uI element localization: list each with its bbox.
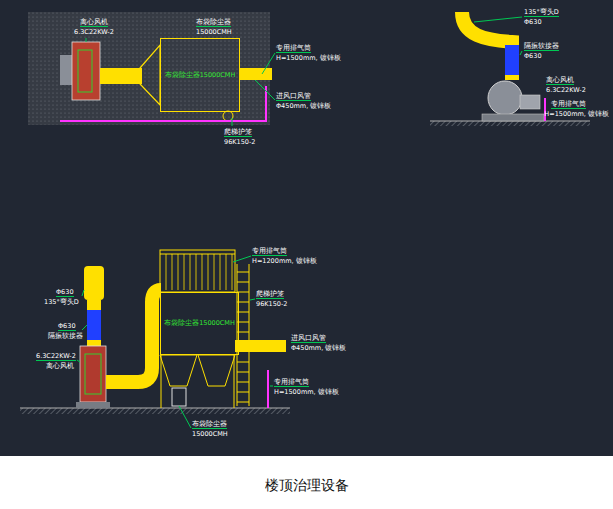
callout-label: 布袋除尘器 — [196, 18, 231, 27]
callout-label: 布袋除尘器 — [192, 420, 227, 429]
callout-label: 爬梯护笼 — [224, 128, 252, 137]
callout-label: 专用排气筒 — [276, 44, 311, 53]
callout-label: Φ630 — [56, 288, 74, 297]
callout-label: H=1500mm, 镀锌板 — [274, 388, 339, 396]
callout-label: 6.3C22KW-2 — [74, 28, 114, 36]
callout-label: H=1200mm, 镀锌板 — [252, 257, 317, 265]
callout-label: 96K150-2 — [224, 138, 255, 146]
side-view — [430, 12, 590, 126]
callout-label: 进风口风管 — [291, 334, 326, 343]
callout-label: Φ630 — [524, 52, 542, 60]
plan-view — [28, 12, 275, 126]
cad-background — [0, 0, 613, 456]
dust-collector-box: 布袋除尘器15000CMH — [160, 38, 240, 112]
callout-label: 隔振软接器 — [524, 42, 559, 51]
callout-label: 离心风机 — [546, 76, 574, 85]
callout-label: 6.3C22KW-2 — [546, 86, 586, 94]
page-ground — [0, 456, 613, 509]
callout-label: 135°弯头D — [44, 298, 79, 306]
dust-collector-box: 布袋除尘器15000CMH — [160, 292, 239, 355]
callout-label: 离心风机 — [46, 362, 74, 370]
callout-label: H=1500mm, 镀锌板 — [276, 54, 341, 62]
elevation-view — [20, 250, 290, 428]
callout-label: 15000CMH — [192, 430, 228, 438]
callout-label: 进风口风管 — [276, 92, 311, 101]
callout-label: 6.3C22KW-2 — [36, 352, 76, 361]
callout-label: Φ450mm, 镀锌板 — [291, 344, 346, 352]
callout-label: 专用排气筒 — [274, 378, 309, 387]
callout-label: Φ630 — [524, 18, 542, 26]
callout-label: 爬梯护笼 — [256, 290, 284, 299]
figure-caption: 楼顶治理设备 — [0, 476, 613, 494]
callout-label: 隔振软接器 — [48, 332, 83, 340]
node-text: 布袋除尘器15000CMH — [165, 71, 236, 80]
callout-label: 专用排气筒 — [252, 247, 287, 256]
callout-label: 离心风机 — [80, 18, 108, 27]
callout-label: Φ630 — [58, 322, 76, 331]
callout-label: H=1500mm, 镀锌板 — [544, 110, 609, 118]
node-text: 布袋除尘器15000CMH — [164, 319, 235, 328]
callout-label: 15000CMH — [196, 28, 232, 36]
callout-label: 96K150-2 — [256, 300, 287, 308]
callout-label: Φ450mm, 镀锌板 — [276, 102, 331, 110]
callout-label: 专用排气筒 — [551, 100, 586, 109]
callout-label: 135°弯头D — [524, 8, 559, 17]
